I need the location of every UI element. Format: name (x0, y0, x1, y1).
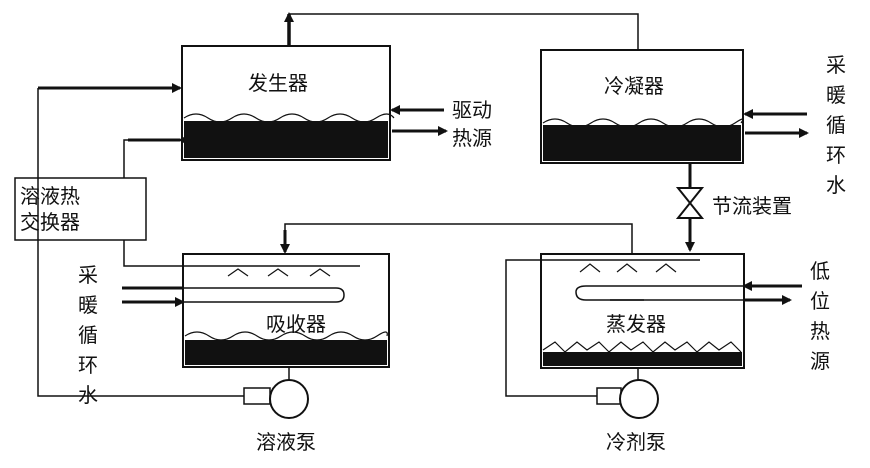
evaporator-label: 蒸发器 (606, 312, 666, 336)
drive-heat-label: 驱动 热源 (452, 98, 492, 150)
heat-exchanger-box (14, 177, 147, 241)
heating-water-left-label: 采 暖 循 环 水 (78, 263, 98, 407)
heat-exchanger-label: 溶液热 交换器 (20, 184, 80, 234)
condenser-label: 冷凝器 (604, 74, 664, 98)
drive-heat-arrows (390, 105, 448, 136)
vapor-line (284, 12, 639, 50)
solution-pump-icon (243, 379, 309, 419)
condenser-water-arrows (743, 109, 809, 138)
low-heat-label: 低 位 热 源 (810, 259, 830, 373)
solution-loop (37, 83, 360, 397)
generator-label: 发生器 (248, 71, 308, 95)
generator-vessel (181, 45, 395, 161)
evaporator-vessel (540, 253, 745, 369)
refrigerant-loop (505, 259, 700, 397)
refrigerant-pump-icon (596, 379, 659, 419)
heating-water-right-label: 采 暖 循 环 水 (826, 53, 846, 197)
throttle-valve-icon (675, 187, 705, 219)
throttle-label: 节流装置 (712, 194, 792, 218)
solution-pump-label: 溶液泵 (256, 430, 316, 454)
refrigerant-pump-label: 冷剂泵 (606, 430, 666, 454)
low-heat-coil (575, 281, 802, 305)
condenser-vessel (540, 49, 744, 164)
absorber-water-coil (122, 286, 345, 307)
absorber-label: 吸收器 (266, 312, 326, 336)
refrigerant-vapor-line (280, 223, 633, 254)
absorber-vessel (182, 253, 390, 368)
